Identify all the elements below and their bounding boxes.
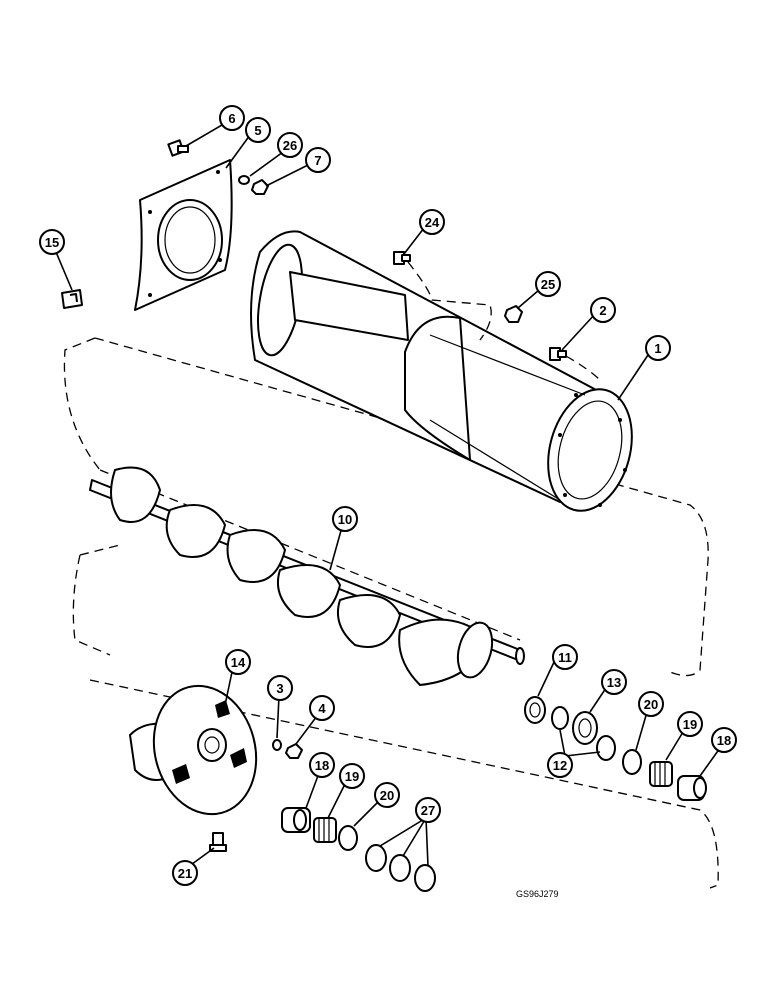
bearing-part-13 [572,711,598,745]
svg-text:7: 7 [314,153,321,168]
svg-text:3: 3 [276,681,283,696]
svg-text:14: 14 [231,655,246,670]
svg-text:26: 26 [283,138,297,153]
callout-18-right: 18 [711,727,737,753]
svg-text:15: 15 [45,235,59,250]
svg-text:18: 18 [315,758,329,773]
svg-text:24: 24 [425,215,440,230]
auger-tube [250,230,633,512]
callout-1: 1 [645,335,671,361]
callout-11: 11 [552,644,578,670]
callout-21: 21 [172,860,198,886]
callout-24: 24 [419,209,445,235]
phantom-bolt-path-24 [407,261,492,341]
leader-lines [55,124,721,868]
callout-19-right: 19 [677,711,703,737]
callout-20-right: 20 [638,691,664,717]
svg-text:20: 20 [644,697,658,712]
svg-text:6: 6 [228,111,235,126]
washer-part-12-lower [596,735,616,761]
callout-3: 3 [267,675,293,701]
bearing-plate [134,159,233,311]
washer-part-3 [272,739,282,751]
callout-15: 15 [39,229,65,255]
phantom-outline-upper-2 [99,469,521,641]
callout-18-left: 18 [309,752,335,778]
phantom-bolt-path-2 [565,355,601,381]
washer-part-26 [238,175,250,185]
washer-part-27-c [414,864,436,892]
svg-text:4: 4 [318,701,326,716]
svg-text:12: 12 [553,758,567,773]
callout-5: 5 [245,117,271,143]
bolt-part-6 [167,139,189,157]
svg-text:19: 19 [683,717,697,732]
callout-7: 7 [305,147,331,173]
svg-text:10: 10 [338,512,352,527]
svg-text:13: 13 [607,675,621,690]
svg-text:11: 11 [558,650,572,665]
svg-text:21: 21 [178,866,192,881]
bolt-part-24 [393,251,411,265]
auger-flighting [89,466,525,686]
nut-part-25 [504,305,523,323]
callout-13: 13 [601,669,627,695]
svg-text:25: 25 [541,277,555,292]
callout-26: 26 [277,132,303,158]
bearing-part-19-left [313,817,337,843]
svg-text:1: 1 [654,341,661,356]
callout-19-left: 19 [339,763,365,789]
bearing-cup-part-18-right [677,775,707,801]
end-flange [129,684,258,816]
seal-part-20-right [622,749,642,775]
svg-text:5: 5 [254,123,261,138]
callout-12: 12 [547,752,573,778]
phantom-outline-upper [63,337,709,677]
svg-text:2: 2 [599,303,606,318]
callout-27: 27 [415,797,441,823]
washer-part-27-b [389,854,411,882]
phantom-outline-lower [72,544,719,889]
callout-20-left: 20 [374,782,400,808]
callout-25: 25 [535,271,561,297]
svg-text:18: 18 [717,733,731,748]
callout-10: 10 [332,506,358,532]
callout-6: 6 [219,105,245,131]
washer-part-27-a [365,844,387,872]
washer-part-11 [524,696,546,724]
bearing-cup-part-18-left [281,807,311,833]
clip-part-15 [61,289,83,309]
figure-code: GS96J279 [516,889,559,899]
bolt-part-2 [549,347,567,361]
bearing-part-19-right [649,761,673,787]
svg-text:27: 27 [421,803,435,818]
callout-2: 2 [590,297,616,323]
seal-part-20-left [338,825,358,851]
washer-part-12-upper [551,706,569,730]
svg-text:19: 19 [345,769,359,784]
callout-4: 4 [309,695,335,721]
callout-14: 14 [225,649,251,675]
svg-text:20: 20 [380,788,394,803]
nut-part-4 [285,743,303,759]
grease-fitting-part-21 [209,832,227,852]
nut-part-7 [251,179,269,195]
